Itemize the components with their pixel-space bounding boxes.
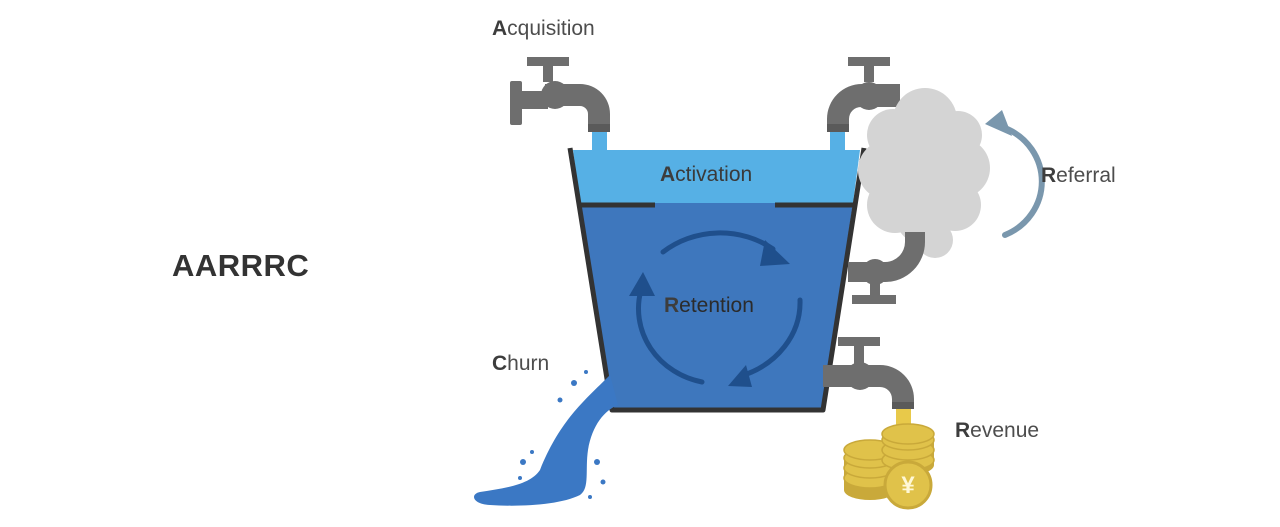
acquisition-label: Acquisition bbox=[492, 17, 595, 41]
retention-rest: etention bbox=[679, 294, 754, 317]
retention-initial: R bbox=[664, 294, 680, 317]
diagram-title: AARRRC bbox=[172, 248, 310, 283]
retention-label: Retention bbox=[664, 294, 754, 318]
retention-arrowheads bbox=[629, 240, 790, 387]
revenue-faucet-icon bbox=[823, 337, 914, 409]
revenue-initial: R bbox=[955, 419, 971, 442]
coin-symbol: ¥ bbox=[901, 472, 915, 499]
acquisition-rest: cquisition bbox=[507, 17, 595, 40]
acquisition-initial: A bbox=[492, 17, 508, 40]
referral-initial: R bbox=[1041, 164, 1057, 187]
activation-label: Activation bbox=[660, 163, 752, 187]
referral-label: Referral bbox=[1041, 164, 1116, 188]
retention-cycle-arrows bbox=[636, 230, 803, 385]
churn-water-icon bbox=[474, 370, 618, 506]
referral-cloud-icon bbox=[858, 88, 990, 258]
activation-rest: ctivation bbox=[675, 163, 753, 186]
activation-initial: A bbox=[660, 163, 676, 186]
coin-stack-icon: ¥ bbox=[843, 423, 935, 510]
churn-initial: C bbox=[492, 352, 508, 375]
referral-valve-icon bbox=[848, 232, 925, 304]
referral-rest: eferral bbox=[1056, 164, 1116, 187]
acquisition-water-stream bbox=[592, 132, 607, 152]
bucket bbox=[567, 147, 867, 413]
churn-rest: hurn bbox=[507, 352, 550, 375]
acquisition-faucet-icon bbox=[510, 57, 610, 132]
referral-water-stream bbox=[830, 132, 845, 152]
revenue-rest: evenue bbox=[970, 419, 1040, 442]
churn-label: Churn bbox=[492, 352, 549, 376]
referral-arrow-icon bbox=[1002, 125, 1045, 238]
referral-faucet-icon bbox=[827, 57, 900, 132]
revenue-label: Revenue bbox=[955, 419, 1039, 443]
